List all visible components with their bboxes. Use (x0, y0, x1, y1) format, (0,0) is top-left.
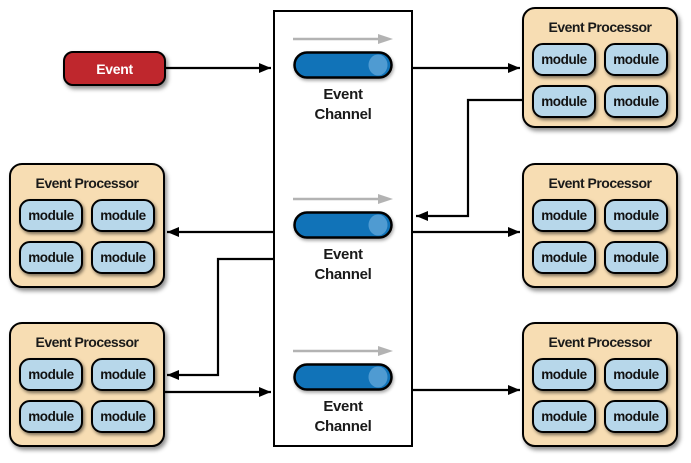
module-label: module (613, 409, 659, 424)
module-box: module (604, 241, 668, 274)
processor-title: Event Processor (548, 19, 653, 35)
channel-cylinder-icon (293, 51, 393, 79)
module-label: module (28, 250, 74, 265)
module-label: module (541, 367, 587, 382)
event-channel-top: Event Channel (275, 33, 411, 126)
module-box: module (532, 43, 596, 76)
module-label: module (613, 208, 659, 223)
channel-middle-to-processor-bottom-left (167, 257, 273, 380)
flow-direction-arrow-icon (293, 194, 393, 204)
event-processor-top-right: Event Processor module module module mod… (522, 7, 678, 128)
flow-direction-arrow-icon (293, 34, 393, 44)
processor-title: Event Processor (35, 334, 140, 350)
event-processor-bottom-left: Event Processor module module module mod… (9, 322, 165, 447)
module-box: module (604, 400, 668, 433)
channel-cylinder-icon (293, 363, 393, 391)
channel-cylinder-icon (293, 211, 393, 239)
processor-title: Event Processor (548, 175, 653, 191)
module-box: module (19, 358, 83, 391)
module-box: module (19, 241, 83, 274)
event-processor-middle-left: Event Processor module module module mod… (9, 163, 165, 288)
module-box: module (91, 400, 155, 433)
event-node: Event (63, 51, 166, 86)
module-label: module (541, 208, 587, 223)
module-box: module (532, 241, 596, 274)
module-box: module (91, 241, 155, 274)
module-grid: module module module module (19, 358, 155, 433)
flow-direction-arrow-icon (293, 346, 393, 356)
module-label: module (541, 250, 587, 265)
event-label: Event (96, 60, 133, 77)
module-label: module (541, 52, 587, 67)
module-grid: module module module module (532, 199, 668, 274)
module-label: module (613, 94, 659, 109)
module-box: module (604, 43, 668, 76)
event-processor-bottom-right: Event Processor module module module mod… (522, 322, 678, 447)
module-label: module (541, 409, 587, 424)
event-channel-label: Event Channel (314, 398, 372, 436)
module-grid: module module module module (532, 358, 668, 433)
event-channel-bottom: Event Channel (275, 345, 411, 438)
module-label: module (613, 52, 659, 67)
module-label: module (28, 409, 74, 424)
module-label: module (28, 208, 74, 223)
module-label: module (28, 367, 74, 382)
processor-title: Event Processor (35, 175, 140, 191)
module-box: module (19, 400, 83, 433)
module-label: module (100, 409, 146, 424)
module-box: module (604, 199, 668, 232)
module-box: module (532, 400, 596, 433)
module-grid: module module module module (19, 199, 155, 274)
module-box: module (604, 85, 668, 118)
processor-title: Event Processor (548, 334, 653, 350)
module-box: module (532, 358, 596, 391)
processor-top-right-to-channel-middle (416, 98, 522, 221)
module-box: module (532, 199, 596, 232)
event-channel-label: Event Channel (314, 86, 372, 124)
module-label: module (100, 250, 146, 265)
module-label: module (100, 208, 146, 223)
event-processor-middle-right: Event Processor module module module mod… (522, 163, 678, 288)
module-label: module (613, 367, 659, 382)
event-channel-middle: Event Channel (275, 193, 411, 286)
module-grid: module module module module (532, 43, 668, 118)
module-label: module (100, 367, 146, 382)
module-box: module (91, 358, 155, 391)
module-box: module (604, 358, 668, 391)
module-box: module (91, 199, 155, 232)
event-channel-label: Event Channel (314, 246, 372, 284)
module-box: module (532, 85, 596, 118)
module-label: module (613, 250, 659, 265)
event-channel-box: Event Channel Event Channel Event Channe… (273, 10, 413, 447)
module-label: module (541, 94, 587, 109)
module-box: module (19, 199, 83, 232)
